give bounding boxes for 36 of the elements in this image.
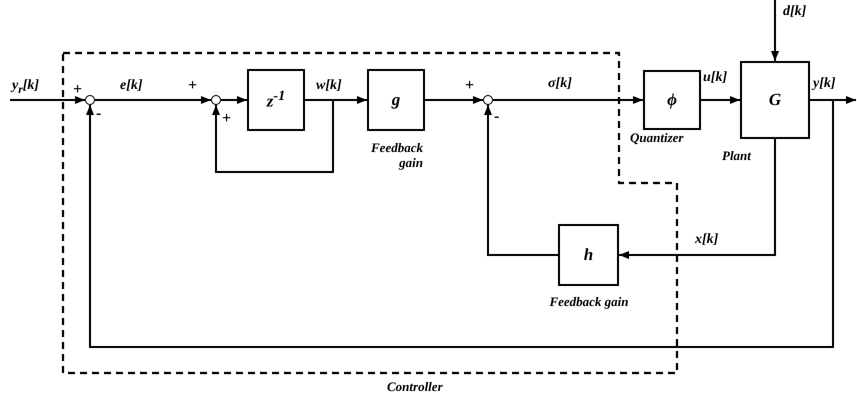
transfer-block: G xyxy=(740,61,810,139)
signal-label: e[k] xyxy=(120,78,143,94)
block-caption: Plant xyxy=(722,148,752,163)
signal-arrow xyxy=(493,96,643,104)
sign-label: - xyxy=(494,109,500,125)
sign-label: + xyxy=(188,78,198,94)
transfer-block: z$^{-1}$ xyxy=(247,69,305,131)
summing-junction xyxy=(211,95,221,105)
sign-label: - xyxy=(96,106,102,122)
signal-arrow xyxy=(95,96,211,104)
signal-arrow xyxy=(212,99,334,173)
signal-arrow xyxy=(10,96,85,104)
block-caption: Feedback gain xyxy=(370,140,423,170)
signal-arrow xyxy=(484,105,558,256)
summing-junction xyxy=(85,95,95,105)
signal-label: x[k] xyxy=(695,232,718,248)
transfer-block: ϕ xyxy=(643,70,701,130)
signal-arrow xyxy=(86,99,834,348)
signal-arrow xyxy=(701,96,740,104)
block-caption: Quantizer xyxy=(630,130,684,145)
summing-junction xyxy=(483,95,493,105)
block-caption: Feedback gain xyxy=(548,294,630,309)
sign-label: + xyxy=(222,111,232,127)
signal-arrow xyxy=(221,96,247,104)
signal-arrow xyxy=(425,96,483,104)
signal-arrow xyxy=(771,0,779,61)
transfer-block: h xyxy=(558,224,619,286)
transfer-block: g xyxy=(367,69,425,131)
sign-label: + xyxy=(73,82,82,98)
signal-label: d[k] xyxy=(783,4,806,20)
signal-arrow xyxy=(619,139,776,259)
sign-label: + xyxy=(465,78,474,94)
signal-label: y[k] xyxy=(813,76,836,92)
signal-label: u[k] xyxy=(703,70,728,86)
signal-label: σ[k] xyxy=(548,76,572,92)
signal-label: w[k] xyxy=(316,78,342,94)
